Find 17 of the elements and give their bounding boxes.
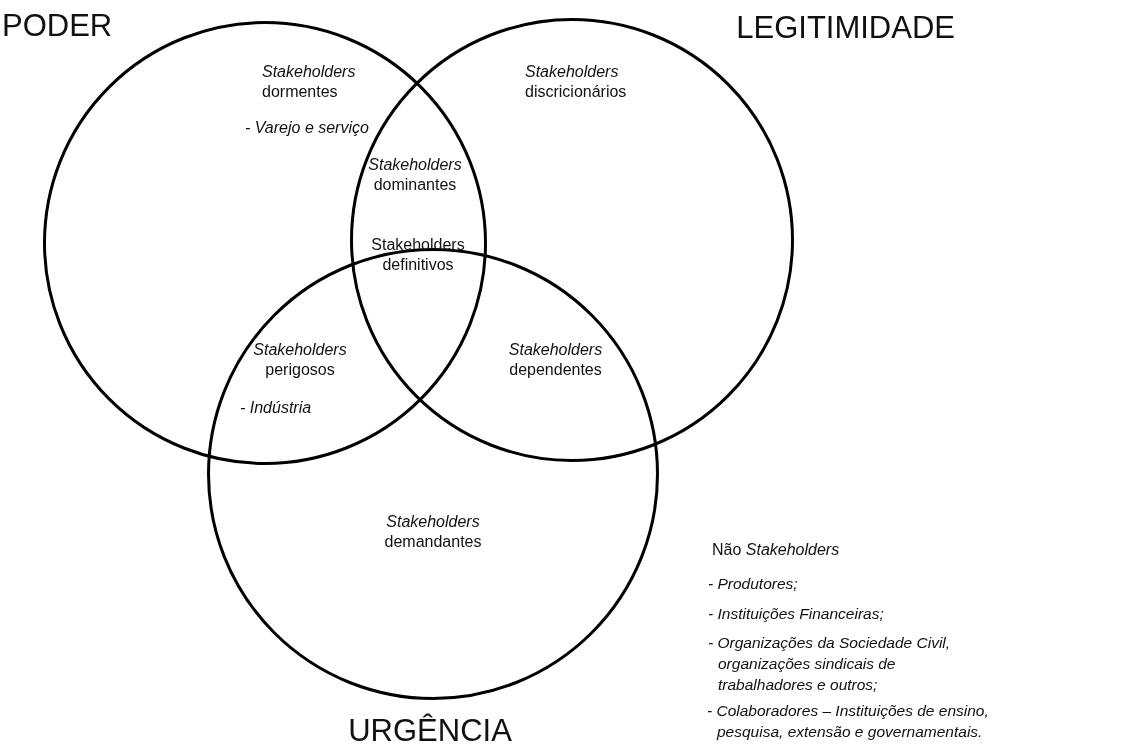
- region-label: Stakeholders demandantes: [383, 512, 483, 552]
- region-label: Stakeholders dominantes: [367, 155, 463, 195]
- set-heading: URGÊNCIA: [348, 713, 512, 749]
- note-text: - Produtores;: [708, 574, 799, 594]
- region-label: Stakeholders dormentes: [262, 62, 357, 102]
- region-label: Stakeholders dependentes: [507, 340, 604, 380]
- region-label: Stakeholders perigosos: [252, 340, 348, 380]
- set-heading: PODER: [2, 8, 113, 44]
- note-text: - Instituições Financeiras;: [708, 604, 885, 624]
- set-heading: LEGITIMIDADE: [736, 10, 955, 46]
- region-label: - Varejo e serviço: [245, 118, 370, 138]
- note-text: - Organizações da Sociedade Civil, organizações sindicais de trabalhadores e outros;: [708, 633, 952, 695]
- note-text: - Colaboradores – Instituições de ensino, pesquisa, extensão e governamentais.: [707, 701, 990, 742]
- region-label: - Indústria: [240, 398, 313, 418]
- region-label: Stakeholders definitivos: [370, 235, 466, 275]
- region-label: Stakeholders discricionários: [525, 62, 628, 102]
- note-text: Não Stakeholders: [712, 540, 841, 560]
